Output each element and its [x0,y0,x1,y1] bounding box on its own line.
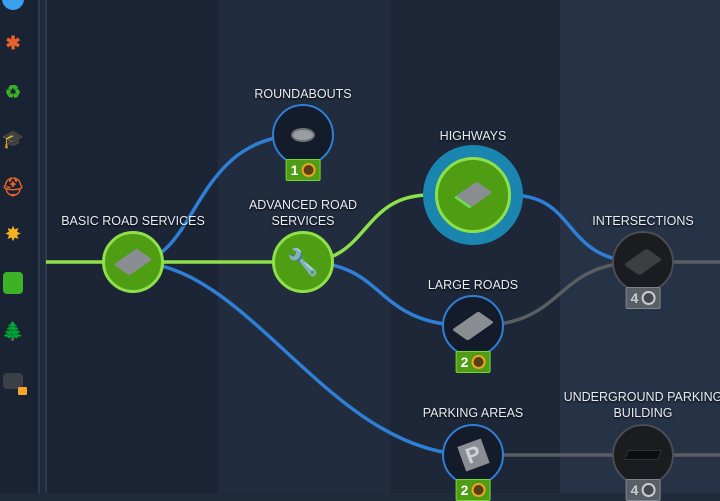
label-line: SERVICES [271,214,335,228]
node-underground-parking-building[interactable] [612,424,674,486]
node-label: ADVANCED ROAD SERVICES [249,197,357,229]
node-advanced-road-services[interactable]: 🔧 [272,231,334,293]
road-icon [113,248,153,276]
node-label: UNDERGROUND PARKING BUILDING [564,389,720,421]
link-available [132,260,474,457]
development-point-icon [301,163,316,177]
node-label: BASIC ROAD SERVICES [61,214,205,228]
police-icon[interactable]: ✸ [5,223,21,244]
node-parking-areas[interactable]: P [442,424,504,486]
education-icon[interactable]: 🎓 [1,128,25,149]
cost-value: 4 [630,482,639,498]
parking-icon: P [456,438,490,472]
label-line: BUILDING [613,406,673,420]
parking-building-icon [624,450,662,460]
cost-value: 1 [290,162,299,178]
link-locked [472,260,720,328]
fire-icon[interactable]: ⛑ [1,176,25,197]
highways-inner [435,157,511,233]
node-label: LARGE ROADS [427,278,519,292]
intersection-icon [623,248,663,276]
node-roundabouts[interactable] [272,104,334,166]
development-point-icon [641,291,656,305]
label-line: ADVANCED ROAD [248,198,358,212]
node-highways[interactable] [423,145,523,245]
development-point-icon [641,483,656,497]
cost-badge: 4 [625,287,661,309]
wrench-road-icon: 🔧 [286,246,320,277]
highway-icon [453,181,493,209]
divider [45,0,47,493]
healthcare-icon[interactable]: ✱ [5,32,21,53]
node-large-roads[interactable] [442,295,504,357]
node-basic-road-services[interactable] [102,231,164,293]
cost-value: 4 [630,290,639,306]
development-point-icon [471,483,486,497]
label-line: UNDERGROUND PARKING [563,390,720,404]
node-label: HIGHWAYS [439,129,507,143]
divider [38,0,40,493]
category-sidebar: ✱ ♻ 🎓 ⛑ ✸ 🌲 [0,0,38,493]
cost-value: 2 [460,354,469,370]
node-intersections[interactable] [612,231,674,293]
large-road-icon [452,311,494,341]
parks-icon[interactable]: 🌲 [1,320,25,341]
node-label: PARKING AREAS [422,406,524,420]
cost-value: 2 [460,482,469,498]
cost-badge: 1 [285,159,321,181]
transport-icon[interactable] [0,270,26,296]
node-label: ROUNDABOUTS [254,87,352,101]
development-point-icon [471,355,486,369]
cost-badge: 4 [625,479,661,501]
communication-locked-icon[interactable] [0,368,27,395]
cost-badge: 2 [455,351,491,373]
cost-badge: 2 [455,479,491,501]
garbage-icon[interactable]: ♻ [4,81,22,102]
roundabout-icon [291,128,315,142]
water-icon[interactable] [0,0,26,12]
tier-column-3 [390,0,560,493]
node-label: INTERSECTIONS [592,214,694,228]
